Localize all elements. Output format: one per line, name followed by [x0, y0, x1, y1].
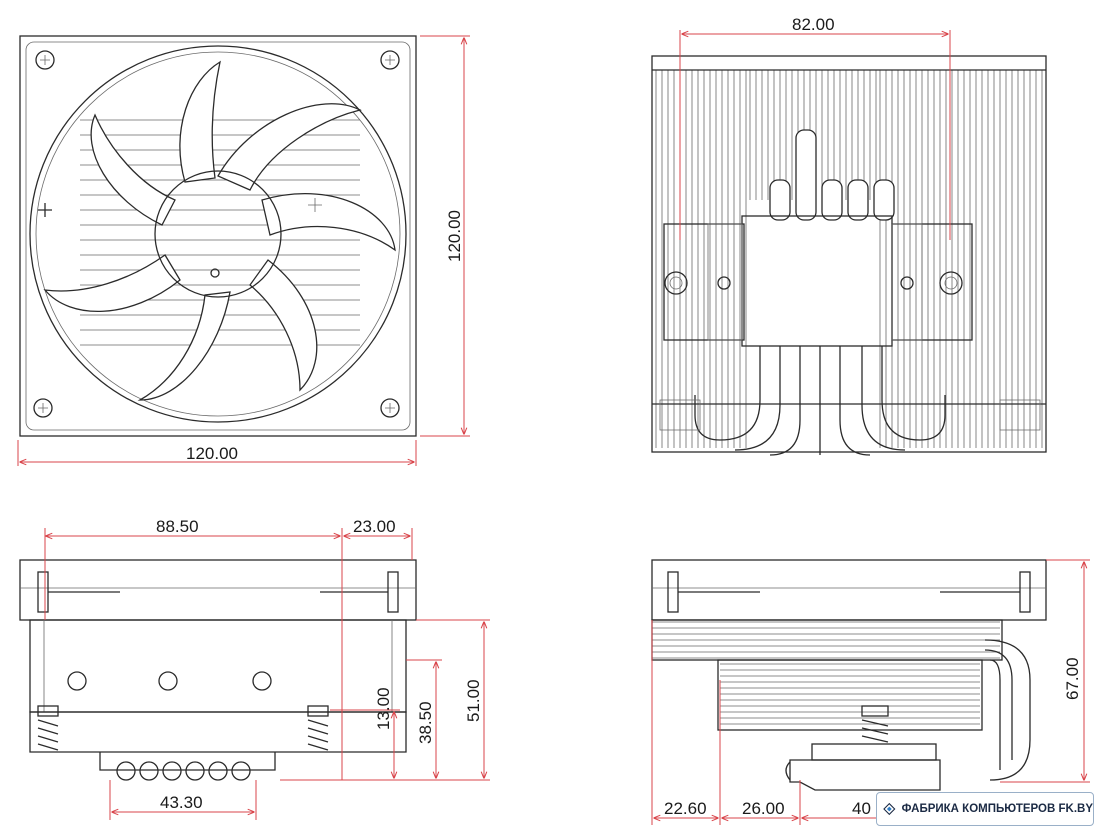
dim-51-label: 51.00 — [464, 679, 483, 722]
dim-base-width-label: 43.30 — [160, 793, 203, 812]
top-dimensions: 82.00 — [679, 15, 951, 240]
dim-offset-a-label: 22.60 — [664, 799, 707, 818]
dim-overhang-label: 23.00 — [353, 517, 396, 536]
dim-13-label: 13.00 — [374, 687, 393, 730]
dim-width-label: 120.00 — [186, 444, 238, 463]
front-dimensions: 120.00 120.00 — [17, 35, 470, 466]
diamond-logo-icon — [883, 802, 896, 816]
mount-hole-icon — [33, 50, 400, 418]
dim-heatpipe-span-label: 82.00 — [792, 15, 835, 34]
dim-38-5-label: 38.50 — [416, 701, 435, 744]
dim-depth-main-label: 88.50 — [156, 517, 199, 536]
dim-offset-c-label: 40 — [852, 799, 871, 818]
spring-screw-icon — [664, 271, 963, 295]
dim-height-label: 120.00 — [445, 210, 464, 262]
side-left-dimensions: 88.50 23.00 43.30 13.00 38.50 51.00 — [44, 517, 490, 820]
front-view — [19, 35, 417, 437]
dim-height-total-label: 67.00 — [1063, 657, 1082, 700]
top-view — [651, 55, 1047, 456]
screw-hole-icon — [67, 671, 272, 691]
watermark-text: ФАБРИКА КОМПЬЮТЕРОВ FK.BY — [901, 803, 1093, 815]
watermark: ФАБРИКА КОМПЬЮТЕРОВ FK.BY — [876, 792, 1094, 826]
heatpipe-end-icon — [116, 761, 251, 781]
side-right-dimensions: 67.00 22.60 26.00 40 — [651, 559, 1090, 825]
side-right-view — [651, 559, 1047, 791]
dim-offset-b-label: 26.00 — [742, 799, 785, 818]
side-left-view — [19, 559, 417, 781]
